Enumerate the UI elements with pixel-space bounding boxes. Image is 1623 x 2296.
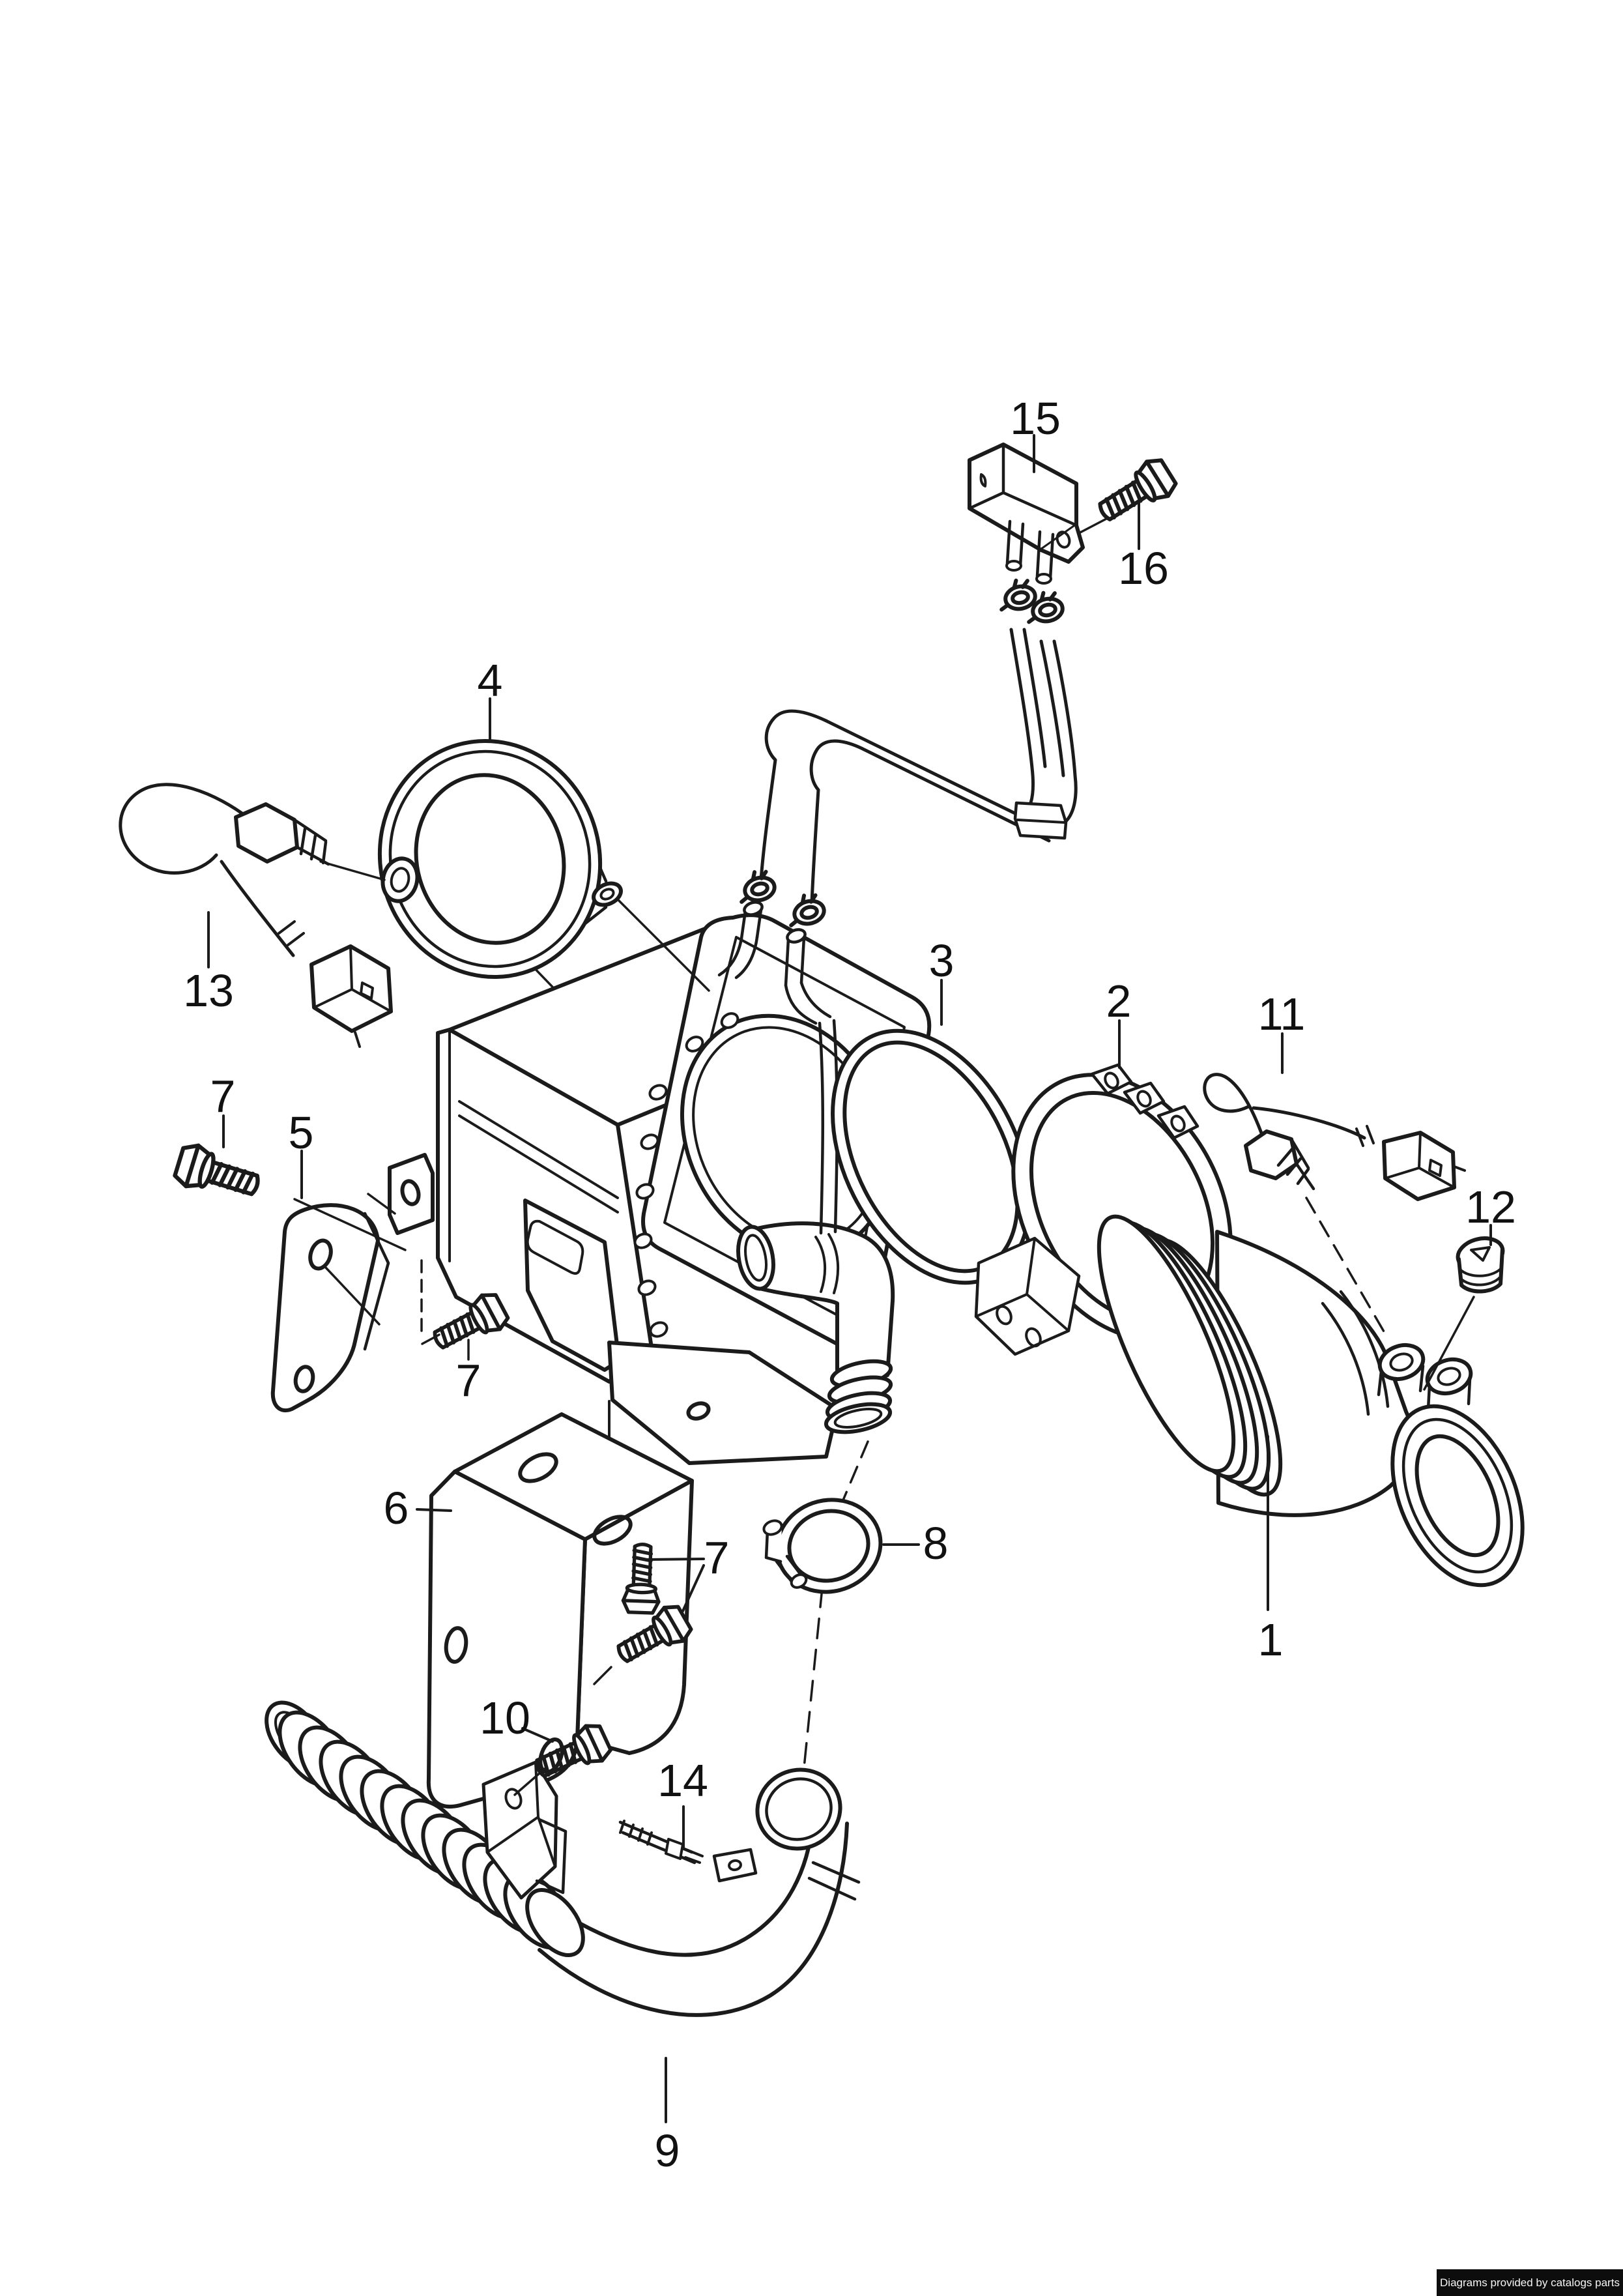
part-8-pipe-clamp xyxy=(762,1498,883,1594)
part-14-stud xyxy=(618,1820,758,1883)
hose-clip xyxy=(735,868,777,905)
part-7-bolt-b xyxy=(421,1290,511,1361)
callout-leader-lines xyxy=(207,434,1492,2123)
callout-9: 9 xyxy=(655,2125,680,2176)
part-7-bolt-c-pair xyxy=(593,1544,694,1685)
sensor-boss xyxy=(1377,1343,1426,1381)
callout-12: 12 xyxy=(1465,1182,1516,1232)
sensor-port-grommet xyxy=(381,856,420,903)
watermark-text: Diagrams provided by catalogs parts xyxy=(1440,2276,1620,2289)
callout-8: 8 xyxy=(923,1518,949,1569)
part-16-bolt xyxy=(1078,455,1179,534)
callout-15: 15 xyxy=(1010,393,1061,444)
callout-14: 14 xyxy=(657,1755,708,1806)
callout-5: 5 xyxy=(289,1107,314,1158)
callout-3: 3 xyxy=(929,935,955,986)
part-12-screw-plug xyxy=(1423,1236,1505,1391)
hose-clip xyxy=(996,577,1037,613)
part-4-ring-cover xyxy=(377,739,710,992)
main-housing-box xyxy=(367,901,932,1526)
part-11-oxygen-sensor xyxy=(1203,1073,1466,1201)
part-6-support-bracket xyxy=(426,1412,694,1809)
pressure-tap-stubs xyxy=(717,901,832,1025)
callout-16: 16 xyxy=(1118,543,1169,594)
part-13-exhaust-temp-sensor xyxy=(119,783,393,1048)
part-9-flex-pipe xyxy=(265,1700,861,2017)
callout-7c: 7 xyxy=(704,1532,730,1583)
hose-clip xyxy=(784,892,827,929)
callout-4: 4 xyxy=(478,655,503,706)
callout-7a: 7 xyxy=(210,1071,236,1122)
outlet-elbow xyxy=(736,1221,895,1434)
callout-11: 11 xyxy=(1258,989,1306,1039)
callout-13: 13 xyxy=(183,965,234,1016)
callout-6: 6 xyxy=(384,1483,409,1533)
part-7-bolt-a xyxy=(173,1142,407,1251)
part-1-catalytic-converter xyxy=(1097,1214,1525,1588)
watermark-bar: Diagrams provided by catalogs parts xyxy=(1437,2269,1623,2296)
pressure-sensor-hoses xyxy=(759,628,1078,905)
callout-1: 1 xyxy=(1258,1614,1284,1665)
callout-7b: 7 xyxy=(456,1355,481,1406)
part-10-bolt xyxy=(513,1721,613,1796)
watermark-background xyxy=(1437,2269,1623,2296)
callout-2: 2 xyxy=(1106,976,1132,1026)
part-5-bracket-plate xyxy=(270,1203,390,1412)
part-15-pressure-sensor xyxy=(968,443,1085,585)
callout-10: 10 xyxy=(480,1693,530,1743)
